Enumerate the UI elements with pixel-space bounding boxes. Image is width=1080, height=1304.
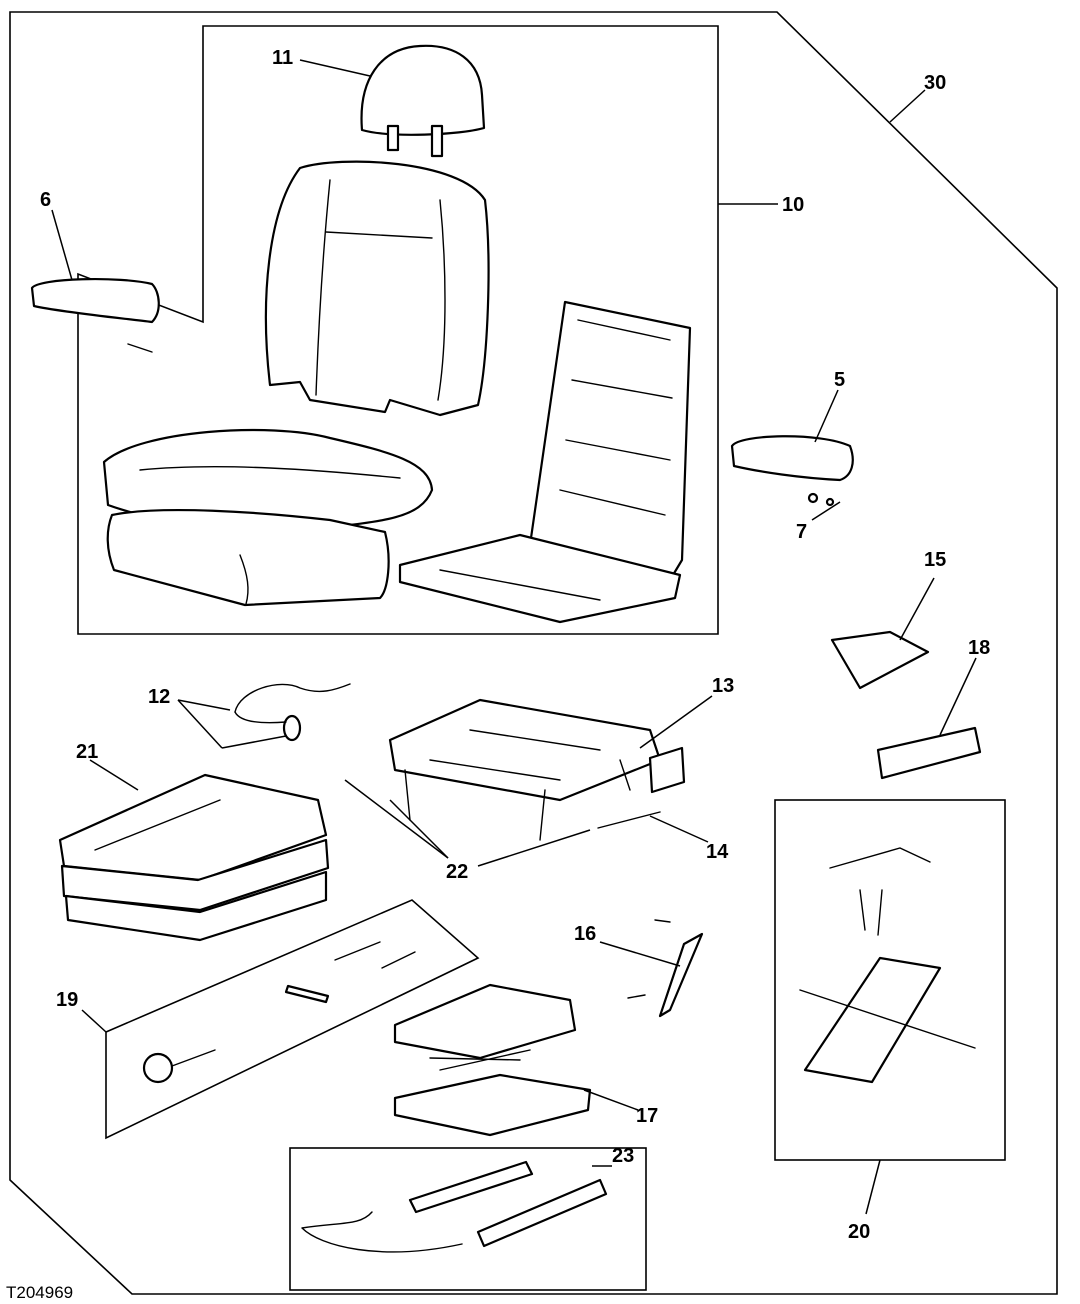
seat-assembly-outline [9,11,1058,1295]
callout-13: 13 [712,675,734,697]
callout-10: 10 [782,194,804,216]
adjustment-rod [597,746,686,829]
wiring-harness [234,683,351,742]
shock-absorber [627,919,704,1018]
figure-code: T204969 [6,1283,73,1302]
mounting-plate [876,726,982,780]
callout-19: 19 [56,989,78,1011]
callout-12: 12 [148,686,170,708]
callout-16: 16 [574,923,596,945]
seat-box-outline [77,25,719,635]
slide-rail-set [799,847,976,1084]
armrest-right [730,435,854,507]
callout-18: 18 [968,637,990,659]
callout-17: 17 [636,1105,658,1127]
seat-back-cushion [264,160,490,417]
part-20-box [774,799,1006,1161]
scissor-base [393,983,592,1137]
part-23-box [289,1147,647,1291]
callout-21: 21 [76,741,98,763]
part-19-box [105,899,480,1140]
seat-cushion-base [106,508,390,607]
callout-14: 14 [706,841,729,863]
callout-7: 7 [796,521,807,543]
callout-5: 5 [834,369,845,391]
armrest-left [30,277,160,353]
callout-6: 6 [40,189,51,211]
spring-kit [142,941,416,1084]
seat-frame [398,300,692,624]
seat-rails [301,1160,608,1253]
suspension-bellows [58,773,330,942]
callout-30: 30 [924,72,946,94]
callout-22: 22 [446,861,468,883]
seat-suspension-frame [388,698,662,841]
bracket-plate [830,630,930,690]
callout-23: 23 [612,1145,634,1167]
callout-15: 15 [924,549,946,571]
callout-20: 20 [848,1221,870,1243]
headrest [360,44,486,158]
callout-11: 11 [272,47,293,69]
